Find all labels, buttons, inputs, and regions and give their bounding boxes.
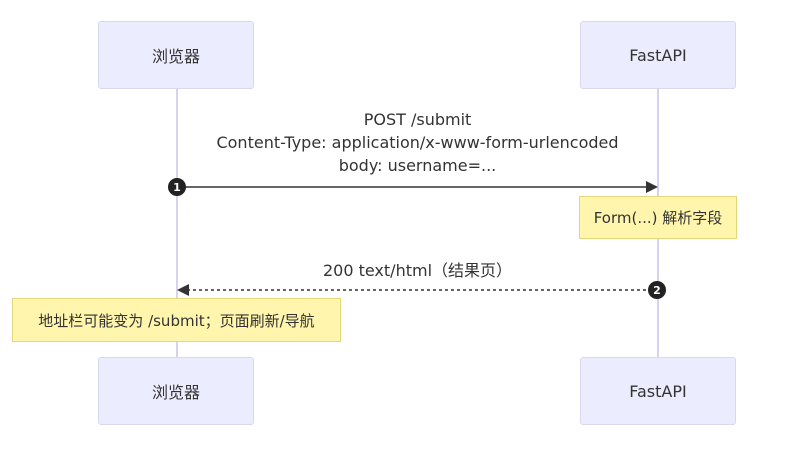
- message-2-label: 200 text/html（结果页）: [177, 259, 658, 282]
- message-1-line-2: Content-Type: application/x-www-form-url…: [216, 133, 619, 152]
- message-1-line-3: body: username=...: [338, 156, 497, 175]
- message-1-line-1: POST /submit: [363, 110, 472, 129]
- actor-label: 浏览器: [151, 383, 200, 402]
- note-text: Form(...) 解析字段: [593, 209, 723, 227]
- message-1-label: POST /submit Content-Type: application/x…: [177, 108, 658, 177]
- browser-lifeline: [176, 89, 178, 357]
- note-text: 地址栏可能变为 /submit；页面刷新/导航: [38, 311, 315, 330]
- actor-fastapi-top: FastAPI: [580, 21, 736, 89]
- actor-label: FastAPI: [629, 381, 687, 401]
- actor-label: 浏览器: [151, 47, 200, 66]
- note-browser: 地址栏可能变为 /submit；页面刷新/导航: [12, 298, 341, 342]
- message-2-line-1: 200 text/html（结果页）: [322, 261, 513, 280]
- arrowhead-left-icon: [177, 284, 189, 296]
- note-fastapi: Form(...) 解析字段: [579, 196, 737, 239]
- sequence-badge-2: 2: [648, 281, 666, 299]
- actor-browser-bottom: 浏览器: [98, 357, 254, 425]
- actor-label: FastAPI: [629, 45, 687, 65]
- sequence-badge-1: 1: [168, 178, 186, 196]
- actor-fastapi-bottom: FastAPI: [580, 357, 736, 425]
- actor-browser-top: 浏览器: [98, 21, 254, 89]
- arrowhead-right-icon: [646, 181, 658, 193]
